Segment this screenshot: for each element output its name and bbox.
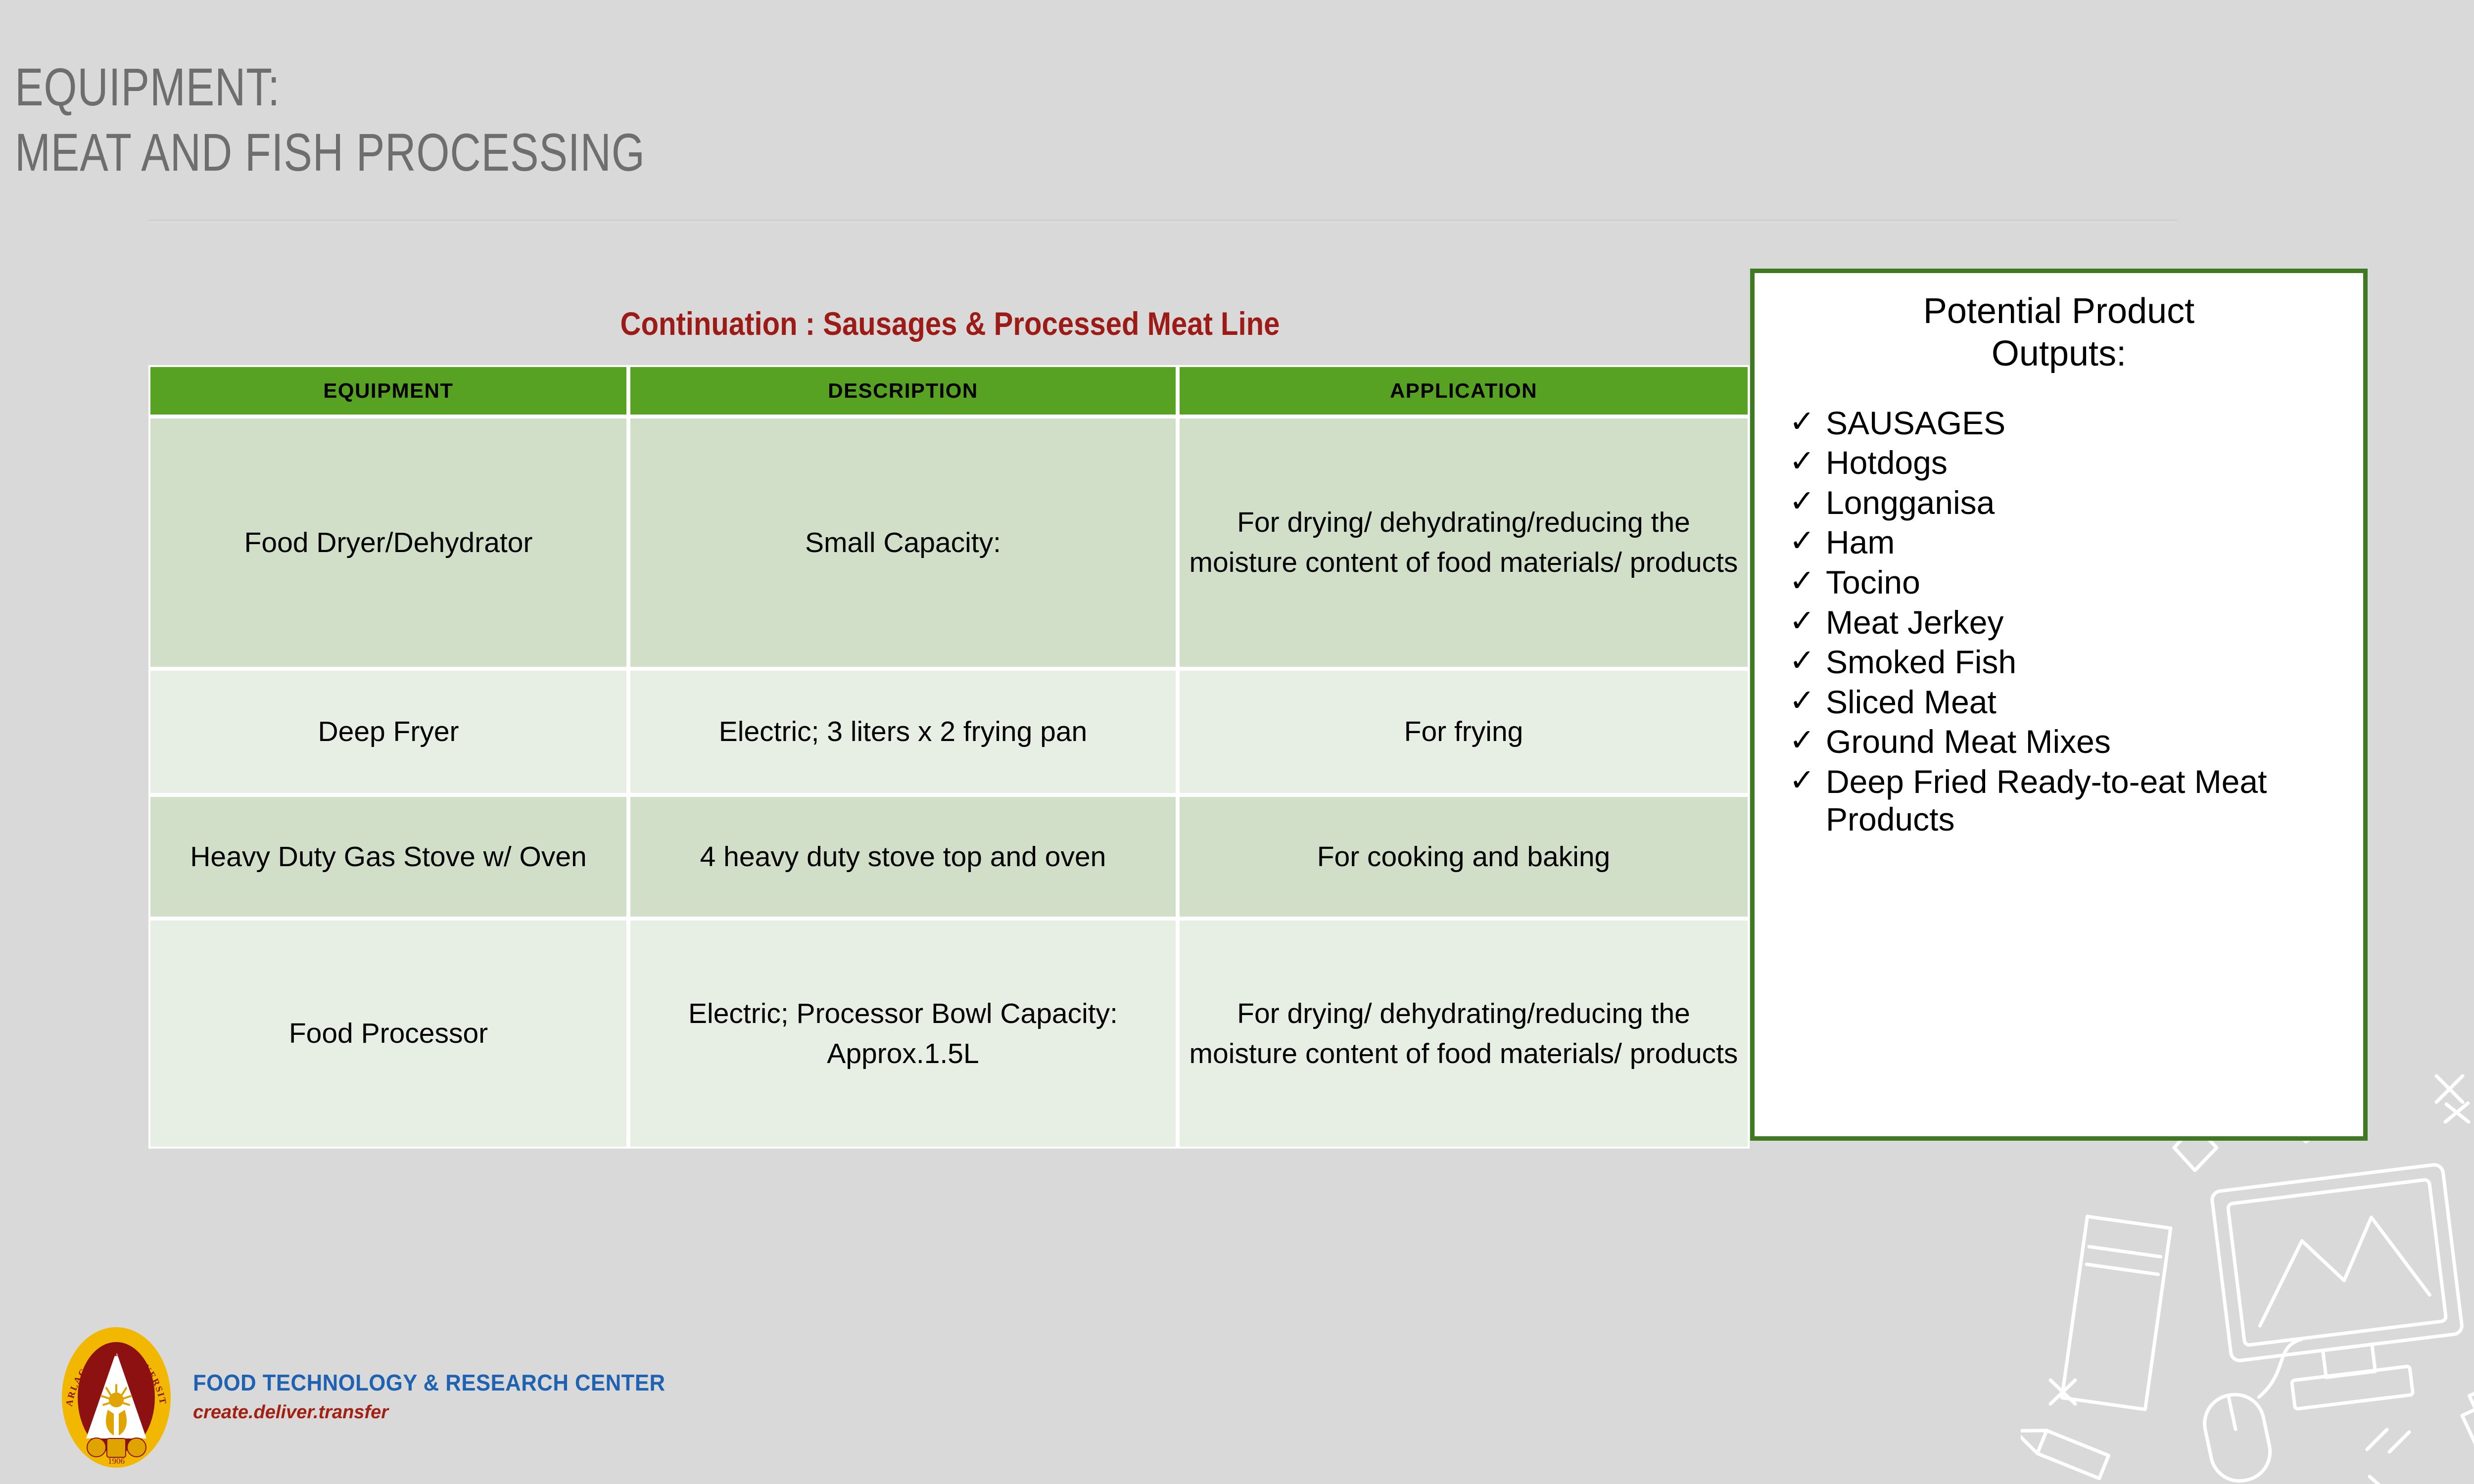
list-item-label: Tocino (1826, 563, 1920, 601)
check-icon: ✓ (1789, 683, 1815, 718)
list-item-label: Sliced Meat (1826, 683, 1997, 720)
equipment-table: EQUIPMENT DESCRIPTION APPLICATION Food D… (148, 365, 1750, 1149)
list-item: ✓ Hotdogs (1789, 444, 2352, 482)
cell-application: For frying (1178, 669, 1750, 795)
list-item-label: Hotdogs (1826, 444, 1948, 481)
outputs-panel-heading: Potential Product Outputs: (1923, 291, 2195, 374)
list-item: ✓ Tocino (1789, 563, 2352, 602)
list-item-label: SAUSAGES (1826, 404, 2006, 441)
cell-equipment: Heavy Duty Gas Stove w/ Oven (148, 795, 628, 919)
list-item: ✓ Smoked Fish (1789, 643, 2352, 681)
cell-equipment: Deep Fryer (148, 669, 628, 795)
footer-branding: TARLAC STATE UNIVERSITY 1906 FOOD TECHNO… (54, 1326, 690, 1469)
check-icon: ✓ (1789, 563, 1815, 598)
cell-application: For cooking and baking (1178, 795, 1750, 919)
svg-text:1906: 1906 (108, 1456, 125, 1466)
table-caption: Continuation : Sausages & Processed Meat… (620, 305, 1280, 342)
cell-application: For drying/ dehydrating/reducing the moi… (1178, 919, 1750, 1149)
list-item-label: Meat Jerkey (1826, 603, 2004, 641)
list-item: ✓ Deep Fried Ready-to-eat Meat Products (1789, 763, 2352, 838)
table-row: Food Processor Electric; Processor Bowl … (148, 919, 1750, 1149)
column-header-description: DESCRIPTION (628, 365, 1178, 417)
check-icon: ✓ (1789, 484, 1815, 518)
cell-description: Electric; 3 liters x 2 frying pan (628, 669, 1178, 795)
check-icon: ✓ (1789, 404, 1815, 439)
list-item-label: Ham (1826, 524, 1895, 561)
column-header-application: APPLICATION (1178, 365, 1750, 417)
table-header-row: EQUIPMENT DESCRIPTION APPLICATION (148, 365, 1750, 417)
title-divider (148, 220, 2177, 222)
center-tagline: create.deliver.transfer (193, 1401, 389, 1423)
check-icon: ✓ (1789, 444, 1815, 479)
cell-equipment: Food Dryer/Dehydrator (148, 417, 628, 669)
cell-application: For drying/ dehydrating/reducing the moi… (1178, 417, 1750, 669)
list-item: ✓ Longganisa (1789, 484, 2352, 522)
list-item: ✓ Ground Meat Mixes (1789, 723, 2352, 761)
list-item-label: Deep Fried Ready-to-eat Meat Products (1826, 763, 2267, 838)
tarlac-state-university-logo: TARLAC STATE UNIVERSITY 1906 (54, 1326, 171, 1468)
check-icon: ✓ (1789, 603, 1815, 638)
page-title: EQUIPMENT: MEAT AND FISH PROCESSING (15, 57, 645, 182)
list-item-label: Smoked Fish (1826, 644, 2017, 681)
table-row: Food Dryer/Dehydrator Small Capacity: Fo… (148, 417, 1750, 669)
cell-description: 4 heavy duty stove top and oven (628, 795, 1178, 919)
cell-description: Electric; Processor Bowl Capacity: Appro… (628, 919, 1178, 1149)
potential-product-outputs-panel: Potential Product Outputs: ✓ SAUSAGES ✓ Ho… (1750, 269, 2368, 1141)
center-name: FOOD TECHNOLOGY & RESEARCH CENTER (193, 1369, 666, 1395)
check-icon: ✓ (1789, 723, 1815, 758)
check-icon: ✓ (1789, 644, 1815, 678)
outputs-list: ✓ SAUSAGES ✓ Hotdogs ✓ Longganisa ✓ Ham ✓ Toc… (1765, 404, 2352, 838)
table-row: Heavy Duty Gas Stove w/ Oven 4 heavy dut… (148, 795, 1750, 919)
check-icon: ✓ (1789, 524, 1815, 558)
cell-description: Small Capacity: (628, 417, 1178, 669)
cell-equipment: Food Processor (148, 919, 628, 1149)
table-row: Deep Fryer Electric; 3 liters x 2 frying… (148, 669, 1750, 795)
list-item-label: Longganisa (1826, 484, 1995, 521)
list-item: ✓ Meat Jerkey (1789, 603, 2352, 642)
list-item-label: Ground Meat Mixes (1826, 723, 2111, 760)
list-item: ✓ SAUSAGES (1789, 404, 2352, 442)
list-item: ✓ Ham (1789, 523, 2352, 561)
check-icon: ✓ (1789, 763, 1815, 797)
column-header-equipment: EQUIPMENT (148, 365, 628, 417)
list-item: ✓ Sliced Meat (1789, 683, 2352, 721)
